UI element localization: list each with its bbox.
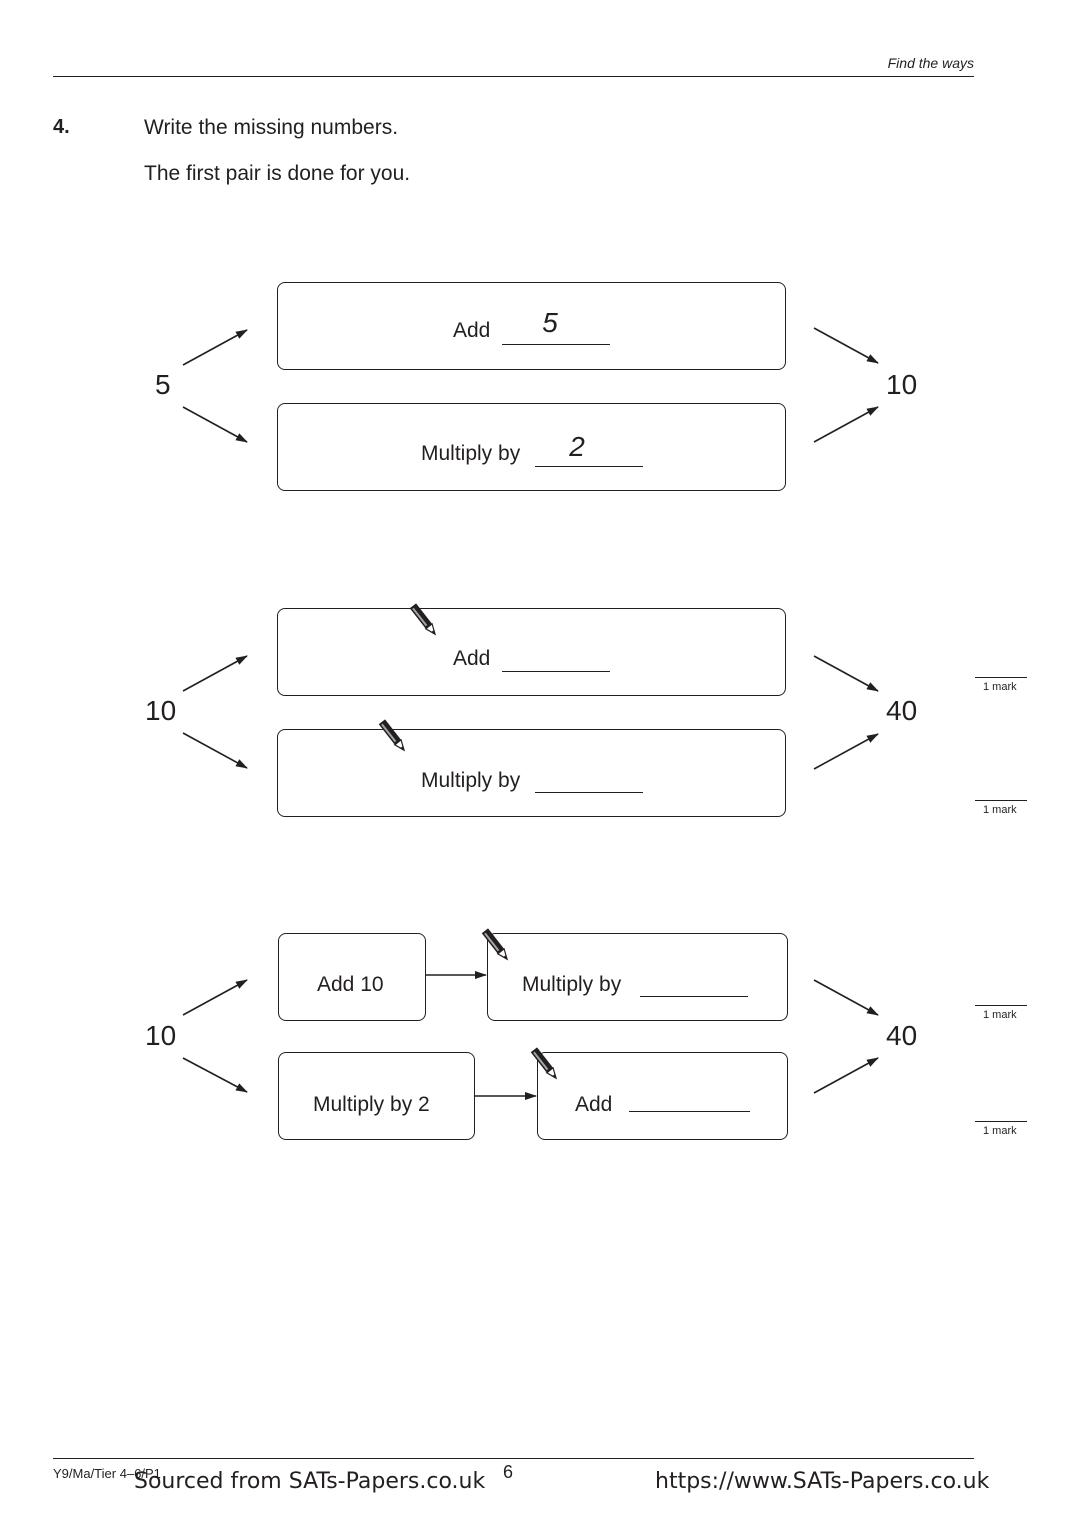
example-multiply-box: Multiply by 2 — [277, 403, 786, 491]
example-add-answer: 5 — [542, 307, 558, 338]
part-b-multiply-box: Multiply by — [487, 933, 788, 1021]
example-multiply-answer: 2 — [569, 431, 585, 462]
arrow — [182, 406, 248, 443]
part-a-start-number: 10 — [145, 695, 177, 726]
pencil-icon — [481, 928, 509, 961]
arrow — [182, 329, 248, 366]
pencil-icon — [530, 1047, 558, 1080]
mark-rule — [975, 677, 1027, 678]
arrow — [182, 979, 248, 1016]
arrow — [813, 1057, 879, 1094]
arrow — [813, 327, 879, 364]
part-b-multiply-by-2-label: Multiply by 2 — [313, 1093, 430, 1116]
mark-rule — [975, 1005, 1027, 1006]
question-instruction: Write the missing numbers. — [144, 116, 399, 139]
example-end-number: 10 — [886, 369, 918, 400]
arrow — [182, 655, 248, 692]
mark-label: 1 mark — [983, 1009, 1017, 1021]
part-b-start-number: 10 — [145, 1020, 177, 1051]
part-a-add-label: Add — [453, 647, 491, 670]
pencil-icon — [378, 719, 406, 752]
part-a-add-box: Add — [277, 608, 786, 696]
question-note: The first pair is done for you. — [144, 162, 411, 185]
part-b-multiply-answer-field[interactable] — [640, 996, 748, 997]
mark-rule — [975, 1121, 1027, 1122]
footer-source: Sourced from SATs-Papers.co.uk — [134, 1469, 486, 1494]
part-b-multiply-by-2-box: Multiply by 2 — [278, 1052, 475, 1140]
arrow — [813, 406, 879, 443]
example-multiply-label: Multiply by — [421, 442, 521, 465]
part-a-add-answer-field[interactable] — [502, 671, 610, 672]
part-a-multiply-answer-field[interactable] — [535, 792, 643, 793]
header-rule — [53, 76, 974, 77]
example-add-box: Add 5 — [277, 282, 786, 370]
footer-url[interactable]: https://www.SATs-Papers.co.uk — [655, 1469, 990, 1494]
part-b-add-answer-field[interactable] — [629, 1111, 750, 1112]
header-title: Find the ways — [887, 55, 974, 71]
mark-rule — [975, 800, 1027, 801]
part-a-multiply-label: Multiply by — [421, 769, 521, 792]
question-number: 4. — [53, 116, 70, 138]
arrow — [182, 732, 248, 769]
part-b-end-number: 40 — [886, 1020, 918, 1051]
arrow — [813, 655, 879, 692]
mark-label: 1 mark — [983, 1125, 1017, 1137]
pencil-icon — [409, 603, 437, 636]
example-add-label: Add — [453, 319, 491, 342]
mark-label: 1 mark — [983, 804, 1017, 816]
example-multiply-blank — [535, 466, 643, 467]
footer-paper-code: Y9/Ma/Tier 4–6/P1 — [53, 1466, 161, 1481]
part-b-multiply-label: Multiply by — [522, 973, 622, 996]
footer-rule — [53, 1458, 974, 1459]
part-b-add-10-box: Add 10 — [278, 933, 426, 1021]
part-b-add-box: Add — [537, 1052, 788, 1140]
part-a-end-number: 40 — [886, 695, 918, 726]
mark-label: 1 mark — [983, 681, 1017, 693]
example-start-number: 5 — [155, 369, 171, 400]
arrow — [813, 733, 879, 770]
part-a-multiply-box: Multiply by — [277, 729, 786, 817]
part-b-add-label: Add — [575, 1093, 613, 1116]
footer-page-number: 6 — [503, 1462, 514, 1482]
part-b-add-10-label: Add 10 — [317, 973, 384, 996]
arrow — [182, 1057, 248, 1093]
example-add-blank — [502, 344, 610, 345]
arrow — [813, 979, 879, 1016]
